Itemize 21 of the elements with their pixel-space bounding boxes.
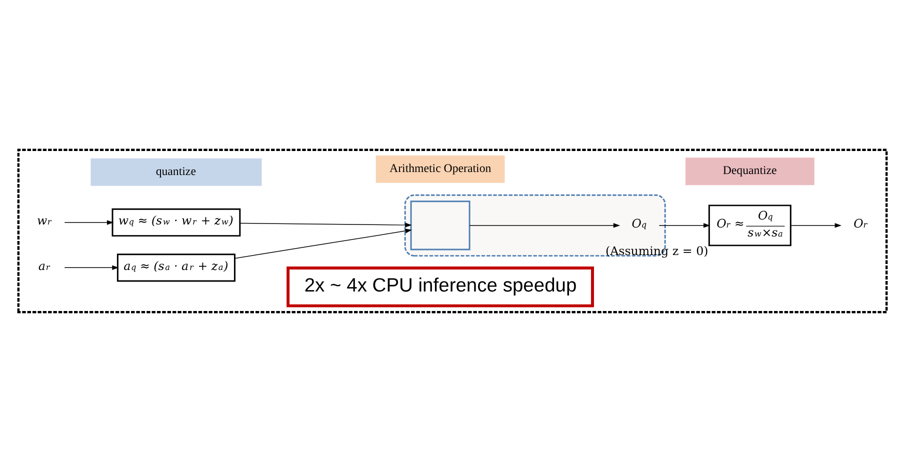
node-text: Or xyxy=(853,216,867,230)
arrow xyxy=(658,222,710,228)
node-text: Oq xyxy=(631,216,646,230)
node-box: wq ≈ (sw · wr + zw) xyxy=(111,208,240,236)
node-text: ar xyxy=(38,258,50,272)
node-box xyxy=(410,200,470,250)
arrow xyxy=(234,228,412,258)
node-text: wr xyxy=(36,213,51,228)
cluster xyxy=(16,148,888,313)
arrow xyxy=(64,220,114,224)
node-box: Arithmetic Operation xyxy=(375,154,504,182)
arrow xyxy=(64,264,118,270)
node-box: Or ≈ Oq sw×sa xyxy=(708,204,791,246)
node-box: 2x ~ 4x CPU inference speedup xyxy=(286,266,594,307)
node-box: aq ≈ (sa · ar + za) xyxy=(116,253,235,282)
arrow xyxy=(239,222,412,227)
node-label: (Assuming z = 0) xyxy=(604,243,708,258)
node-box: Dequantize xyxy=(684,157,814,185)
arrow xyxy=(468,222,620,228)
node-box: quantize xyxy=(90,158,262,186)
arrow xyxy=(790,222,841,228)
